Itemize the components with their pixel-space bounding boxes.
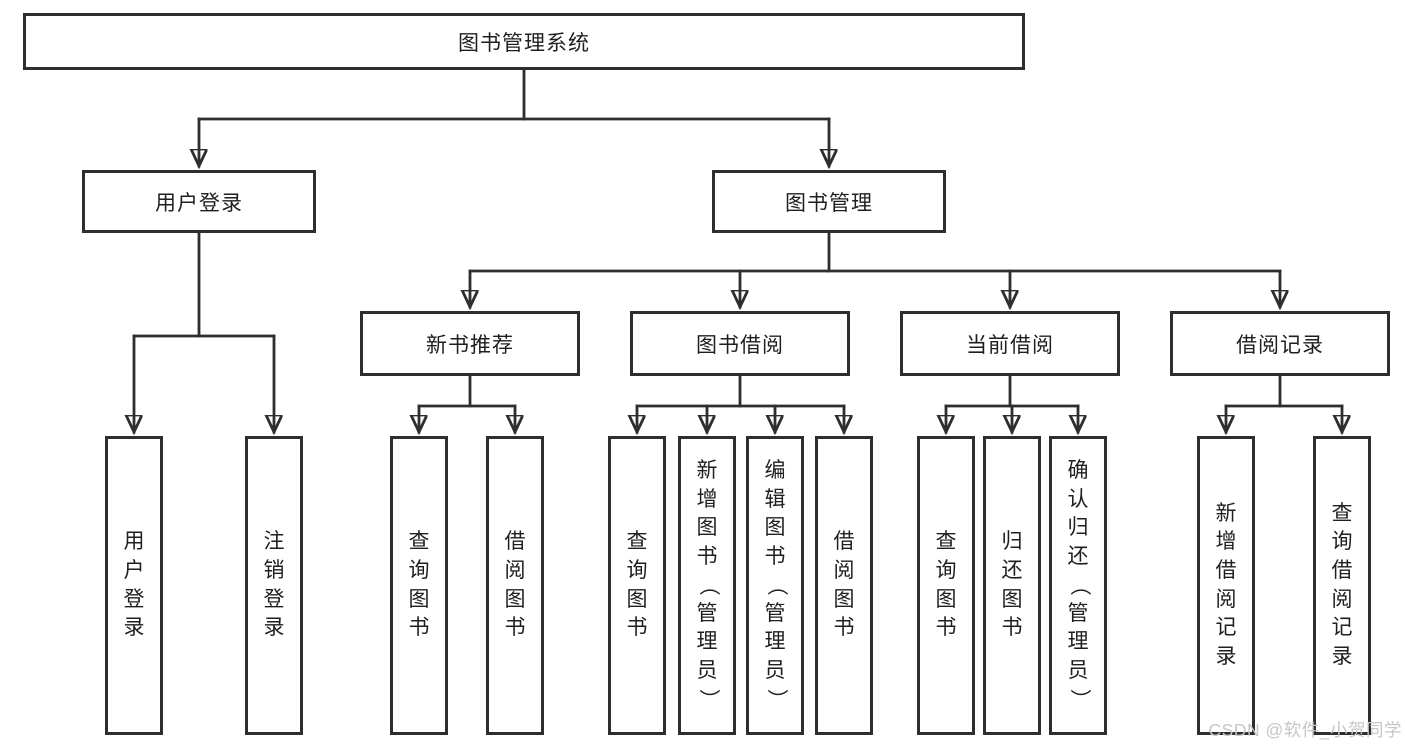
leaf-confirm-return-admin: 确认归还（管理员） [1049, 436, 1107, 735]
node-user-login: 用户登录 [82, 170, 316, 233]
node-user-login-label: 用户登录 [155, 191, 243, 215]
leaf-edit-book-admin: 编辑图书（管理员） [746, 436, 804, 735]
node-book-borrow-label: 图书借阅 [696, 333, 784, 357]
leaf-query-books-recommend: 查询图书 [390, 436, 448, 735]
leaf-user-login-label: 用户登录 [123, 530, 145, 640]
leaf-query-books-borrow-label: 查询图书 [626, 530, 648, 640]
leaf-add-borrow-record: 新增借阅记录 [1197, 436, 1255, 735]
leaf-borrow-books-recommend-label: 借阅图书 [504, 530, 526, 640]
leaf-add-book-admin: 新增图书（管理员） [678, 436, 736, 735]
leaf-add-borrow-record-label: 新增借阅记录 [1215, 501, 1237, 668]
leaf-query-books-current: 查询图书 [917, 436, 975, 735]
node-new-book-recommend-label: 新书推荐 [426, 333, 514, 357]
leaf-add-book-admin-label: 新增图书（管理员） [696, 459, 720, 711]
leaf-logout-label: 注销登录 [263, 530, 285, 640]
leaf-confirm-return-admin-label: 确认归还（管理员） [1067, 459, 1091, 711]
node-current-borrow-label: 当前借阅 [966, 333, 1054, 357]
leaf-borrow-books-recommend: 借阅图书 [486, 436, 544, 735]
csdn-watermark: CSDN @软件_小贺同学 [1208, 720, 1402, 740]
leaf-query-books-current-label: 查询图书 [935, 530, 957, 640]
leaf-borrow-books-borrow: 借阅图书 [815, 436, 873, 735]
leaf-return-book-label: 归还图书 [1001, 530, 1023, 640]
node-book-management-label: 图书管理 [785, 191, 873, 215]
node-book-borrow: 图书借阅 [630, 311, 850, 376]
node-root: 图书管理系统 [23, 13, 1025, 70]
leaf-query-borrow-record: 查询借阅记录 [1313, 436, 1371, 735]
leaf-user-login: 用户登录 [105, 436, 163, 735]
leaf-borrow-books-borrow-label: 借阅图书 [833, 530, 855, 640]
node-new-book-recommend: 新书推荐 [360, 311, 580, 376]
node-book-management: 图书管理 [712, 170, 946, 233]
leaf-return-book: 归还图书 [983, 436, 1041, 735]
leaf-logout: 注销登录 [245, 436, 303, 735]
node-root-label: 图书管理系统 [458, 31, 590, 55]
node-borrow-records: 借阅记录 [1170, 311, 1390, 376]
node-current-borrow: 当前借阅 [900, 311, 1120, 376]
leaf-query-books-recommend-label: 查询图书 [408, 530, 430, 640]
leaf-query-books-borrow: 查询图书 [608, 436, 666, 735]
leaf-query-borrow-record-label: 查询借阅记录 [1331, 501, 1353, 668]
node-borrow-records-label: 借阅记录 [1236, 333, 1324, 357]
leaf-edit-book-admin-label: 编辑图书（管理员） [764, 459, 788, 711]
